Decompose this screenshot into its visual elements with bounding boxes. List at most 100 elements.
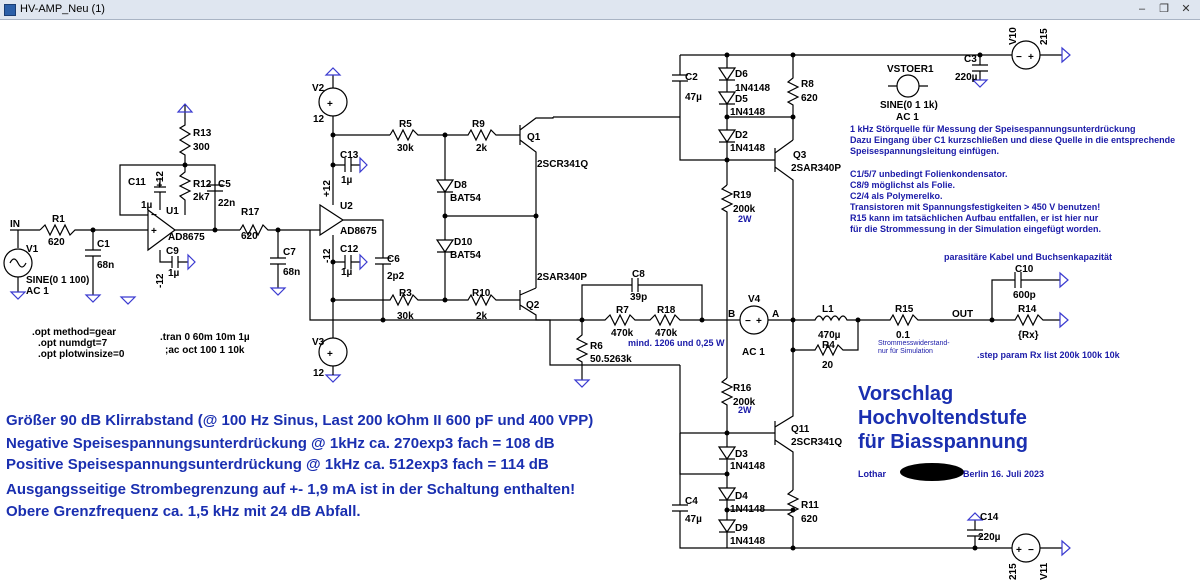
r10-name: R10 bbox=[472, 288, 491, 299]
directive-opt1: .opt method=gear bbox=[32, 327, 116, 338]
net-label-out: OUT bbox=[952, 309, 973, 320]
q11-value: 2SCR341Q bbox=[791, 437, 842, 448]
v10-name: V10 bbox=[1008, 27, 1019, 45]
minimize-button[interactable]: – bbox=[1138, 3, 1146, 15]
r15-name: R15 bbox=[895, 304, 914, 315]
v1-name: V1 bbox=[26, 244, 39, 255]
r4-name: R4 bbox=[822, 340, 835, 351]
restore-button[interactable]: ❐ bbox=[1159, 3, 1169, 15]
directive-ac: ;ac oct 100 1 10k bbox=[165, 345, 245, 356]
schematic-canvas: IN R1 620 V1 SINE(0 1 100) AC 1 C1 68n +… bbox=[3, 27, 1175, 580]
lower-output-stage: R16 200k 2W Q11 2SCR341Q D3 1N4148 D4 1N… bbox=[672, 320, 1071, 580]
d2-value: 1N4148 bbox=[730, 143, 765, 154]
c3-value: 220µ bbox=[955, 72, 978, 83]
note-line-8: Transistoren mit Spannungsfestigkeiten >… bbox=[850, 202, 1100, 212]
q11-name: Q11 bbox=[791, 424, 810, 435]
directive-opt2: .opt numdgt=7 bbox=[38, 338, 108, 349]
summary-line-1: Größer 90 dB Klirrabstand (@ 100 Hz Sinu… bbox=[6, 412, 593, 429]
upper-output-stage: C2 47µ D6 1N4148 D5 1N4148 D2 1N4148 R19… bbox=[672, 27, 1071, 378]
net-label-in: IN bbox=[10, 219, 20, 230]
r18-name: R18 bbox=[657, 305, 676, 316]
title-line-3: für Biasspannung bbox=[858, 431, 1028, 453]
r1-name: R1 bbox=[52, 214, 65, 225]
net-label-a: A bbox=[772, 309, 779, 320]
r19-value: 200k bbox=[733, 204, 756, 215]
q2-name: Q2 bbox=[526, 300, 540, 311]
c5-value: 22n bbox=[218, 198, 235, 209]
u1-value: AD8675 bbox=[168, 232, 205, 243]
r19-power: 2W bbox=[738, 214, 752, 224]
d9-name: D9 bbox=[735, 523, 748, 534]
d2-name: D2 bbox=[735, 130, 748, 141]
c1-name: C1 bbox=[97, 239, 110, 250]
c6-name: C6 bbox=[387, 254, 400, 265]
u2-stage: U2 AD8675 +12 -12 + V2 12 C13 1µ + V3 12… bbox=[309, 67, 445, 383]
d8-value: BAT54 bbox=[450, 193, 481, 204]
c9-value: 1µ bbox=[168, 268, 180, 279]
v3-name: V3 bbox=[312, 337, 325, 348]
l1-name: L1 bbox=[822, 304, 834, 315]
d9-value: 1N4148 bbox=[730, 536, 765, 547]
app-icon bbox=[4, 4, 16, 16]
u2-value: AD8675 bbox=[340, 226, 377, 237]
l1-value: 470µ bbox=[818, 330, 841, 341]
svg-text:+: + bbox=[151, 226, 157, 237]
r19-name: R19 bbox=[733, 190, 752, 201]
author-name: Lothar bbox=[858, 469, 886, 479]
r8-name: R8 bbox=[801, 79, 814, 90]
u1-neg-supply: -12 bbox=[155, 273, 166, 288]
c4-name: C4 bbox=[685, 496, 698, 507]
d10-value: BAT54 bbox=[450, 250, 481, 261]
resistor-r1 bbox=[39, 223, 120, 237]
v1-value1: SINE(0 1 100) bbox=[26, 275, 89, 286]
u1-stage: + − U1 AD8675 R13 300 R12 2k7 C5 22n C11… bbox=[119, 103, 240, 288]
svg-text:+: + bbox=[756, 316, 762, 327]
opamp-u1 bbox=[147, 208, 177, 252]
title-line-2: Hochvoltendstufe bbox=[858, 407, 1027, 429]
r6-value: 50.5263k bbox=[590, 354, 632, 365]
c2-value: 47µ bbox=[685, 92, 702, 103]
redaction-mark bbox=[900, 463, 964, 481]
net-label-b: B bbox=[728, 309, 735, 320]
r6-name: R6 bbox=[590, 341, 603, 352]
r8-value: 620 bbox=[801, 93, 818, 104]
c13-value: 1µ bbox=[341, 175, 353, 186]
v4-section: B − + V4 AC 1 A bbox=[727, 294, 793, 358]
r7-name: R7 bbox=[616, 305, 629, 316]
input-section: IN R1 620 V1 SINE(0 1 100) AC 1 C1 68n bbox=[3, 214, 137, 305]
r17-value: 620 bbox=[241, 231, 258, 242]
note-line-5: C1/5/7 unbedingt Folienkondensator. bbox=[850, 169, 1008, 179]
feedback-network: R7 470k R18 470k mind. 1206 und 0,25 W C… bbox=[445, 269, 727, 388]
c6-value: 2p2 bbox=[387, 271, 405, 282]
r4-value: 20 bbox=[822, 360, 834, 371]
d5-name: D5 bbox=[735, 94, 748, 105]
r5-name: R5 bbox=[399, 119, 412, 130]
r18-value: 470k bbox=[655, 328, 678, 339]
c2-name: C2 bbox=[685, 72, 698, 83]
v4-name: V4 bbox=[748, 294, 761, 305]
close-button[interactable]: ✕ bbox=[1181, 3, 1191, 15]
r7-value: 470k bbox=[611, 328, 634, 339]
design-notes: 1 kHz Störquelle für Messung der Speises… bbox=[850, 124, 1175, 234]
r17-name: R17 bbox=[241, 207, 260, 218]
r14-value: {Rx} bbox=[1018, 330, 1039, 341]
note-line-2: Dazu Eingang über C1 kurzschließen und d… bbox=[850, 135, 1175, 145]
v2-name: V2 bbox=[312, 83, 325, 94]
svg-text:−: − bbox=[151, 210, 157, 221]
c14-name: C14 bbox=[980, 512, 999, 523]
r13-name: R13 bbox=[193, 128, 212, 139]
c4-value: 47µ bbox=[685, 514, 702, 525]
vstoer-value1: SINE(0 1 1k) bbox=[880, 100, 938, 111]
vstoer-name: VSTOER1 bbox=[887, 64, 934, 75]
c12-value: 1µ bbox=[341, 267, 353, 278]
svg-text:+: + bbox=[327, 99, 333, 110]
q1-name: Q1 bbox=[527, 132, 541, 143]
v4-value: AC 1 bbox=[742, 347, 765, 358]
c7-name: C7 bbox=[283, 247, 296, 258]
c13-name: C13 bbox=[340, 150, 359, 161]
place-date: Berlin 16. Juli 2023 bbox=[963, 469, 1044, 479]
u2-neg-supply: -12 bbox=[322, 248, 333, 263]
title-block: Vorschlag Hochvoltendstufe für Biasspann… bbox=[858, 383, 1044, 481]
r11-value: 620 bbox=[801, 514, 818, 525]
r5-value: 30k bbox=[397, 143, 414, 154]
